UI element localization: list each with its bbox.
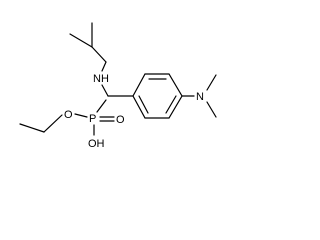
bond-n-methyl-down [206, 101, 217, 118]
atom-label-dimethylamino-n: N [196, 91, 204, 103]
ring-inner-bond-2 [165, 95, 177, 114]
bond-n-methyl-up [206, 74, 217, 91]
atom-label-phosphorus: P [89, 113, 96, 125]
chemical-structure: NH P O O OH N [19, 22, 217, 150]
bond-ch-p [96, 99, 107, 113]
benzene-ring-outline [132, 73, 183, 119]
ring-inner-bond-3 [138, 95, 149, 114]
bond-methine-ch2 [91, 46, 107, 63]
bond-p-ester-o [74, 113, 88, 118]
atom-label-ester-oxygen: O [64, 109, 73, 121]
atom-label-hydroxyl: OH [88, 138, 105, 150]
bond-ch2-nh [101, 61, 107, 72]
atom-label-nh: NH [93, 73, 109, 85]
bond-methyl-left [69, 33, 93, 48]
atom-label-phosphoryl-oxygen: O [116, 114, 125, 126]
bond-ch2-ch3 [19, 123, 45, 133]
atom-labels: NH P O O OH N [64, 73, 204, 150]
bond-o-ch2 [43, 114, 63, 133]
bond-lines [19, 22, 217, 136]
bond-nh-ch [101, 84, 109, 97]
